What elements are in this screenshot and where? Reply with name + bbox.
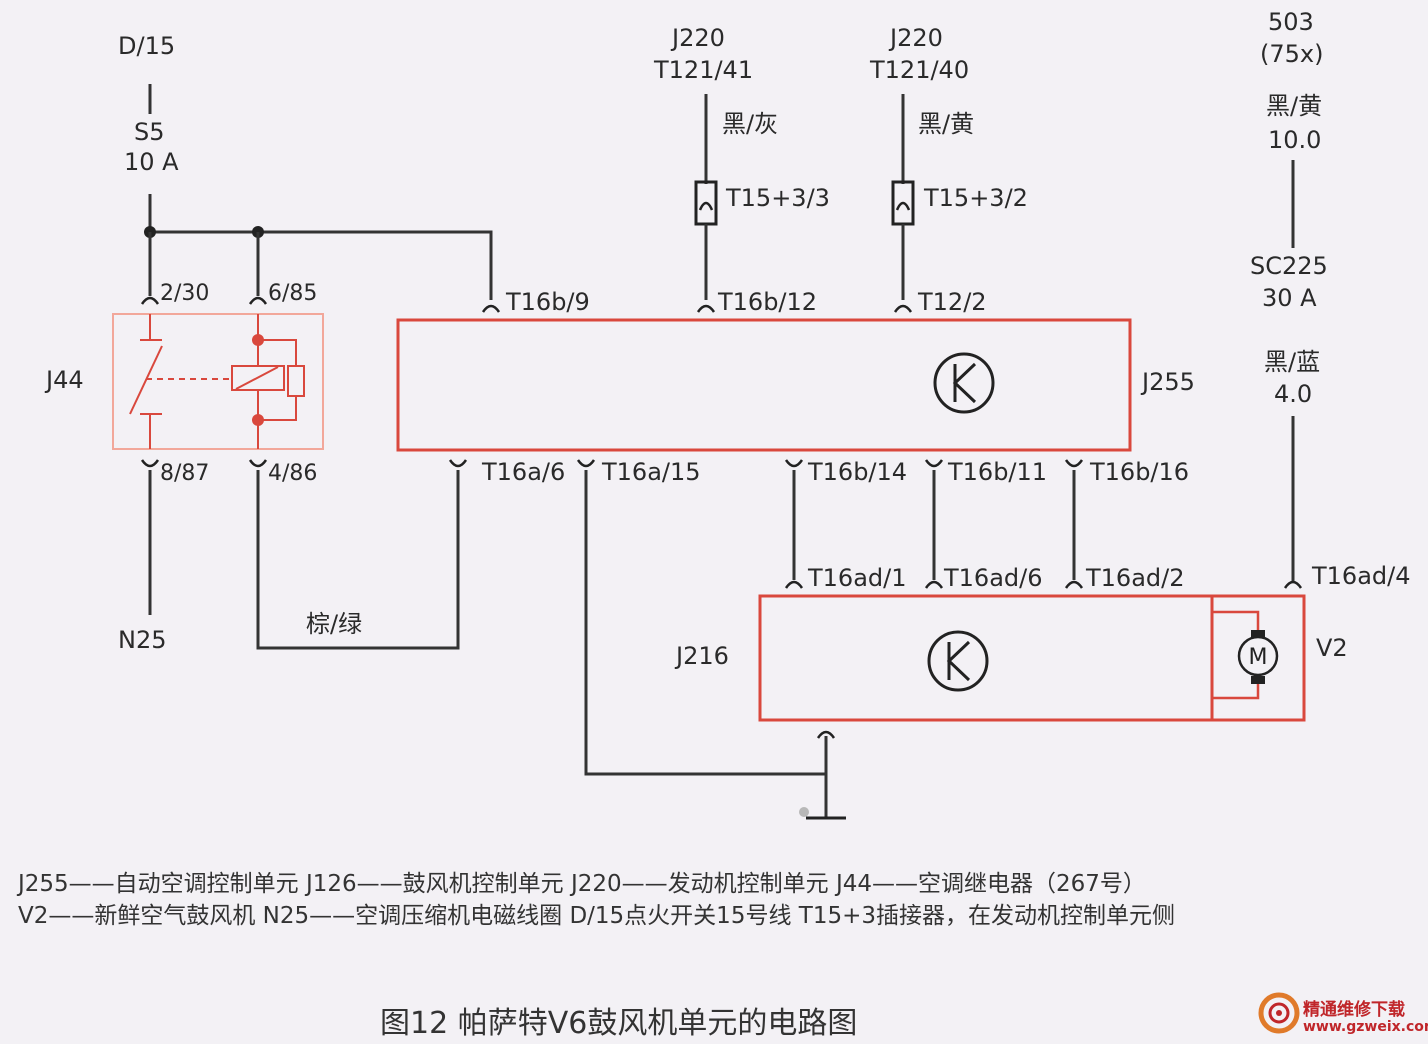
- s5-fuse-label: S5: [134, 118, 165, 146]
- pin-t16a6-socket-icon: [448, 459, 468, 468]
- pin-887-label: 8/87: [160, 461, 209, 486]
- pin-t16b11-label: T16b/11: [947, 458, 1047, 486]
- pin-t16ad6-label: T16ad/6: [943, 564, 1043, 592]
- pin-685-socket-icon: [248, 296, 268, 305]
- pin-t16b12-label: T16b/12: [717, 288, 817, 316]
- watermark-url: www.gzweix.com: [1303, 1019, 1428, 1035]
- motor-v2-icon: M: [1212, 610, 1279, 700]
- pin-t16b16-label: T16b/16: [1089, 458, 1189, 486]
- j220-b-wire-color: 黑/黄: [918, 110, 974, 138]
- n25-label: N25: [118, 626, 167, 654]
- j216-unit-box: [758, 594, 1306, 722]
- j255-label: J255: [1140, 368, 1195, 396]
- pin-t16b14-socket-icon: [784, 459, 804, 468]
- legend-line-1: J255——自动空调控制单元 J126——鼓风机控制单元 J220——发动机控制…: [18, 871, 1146, 897]
- j220-b-pin-label: T121/40: [869, 56, 969, 84]
- pin-t16ad1-socket-icon: [784, 580, 804, 589]
- j220-a-label: J220: [670, 24, 725, 52]
- wire-503-color: 黑/黄: [1266, 92, 1322, 120]
- j220-a-pin-label: T121/41: [653, 56, 753, 84]
- wire-503-size: 10.0: [1268, 126, 1321, 154]
- j220-b-label: J220: [888, 24, 943, 52]
- pin-t16b9-label: T16b/9: [505, 288, 590, 316]
- legend: J255——自动空调控制单元 J126——鼓风机控制单元 J220——发动机控制…: [18, 868, 1175, 932]
- brown-green-wire: [256, 470, 460, 650]
- relay-switch-icon: [129, 314, 232, 449]
- relay-j44-box: [112, 313, 324, 450]
- relay-j44-label: J44: [44, 366, 84, 394]
- pin-t16b9-socket-icon: [481, 304, 501, 313]
- j220-a-wire-color: 黑/灰: [722, 110, 778, 138]
- wire-v2-color: 黑/蓝: [1264, 348, 1320, 376]
- pin-230-socket-icon: [140, 296, 160, 305]
- brown-green-wire-label: 棕/绿: [306, 610, 362, 638]
- pin-t122-socket-icon: [893, 304, 913, 313]
- pin-t16ad6-socket-icon: [924, 580, 944, 589]
- ground-point-icon: [799, 807, 809, 817]
- pin-t16a6-label: T16a/6: [481, 458, 565, 486]
- pin-t122-label: T12/2: [917, 288, 987, 316]
- pin-t16a15-socket-icon: [576, 459, 596, 468]
- ground-pin-socket-icon: [816, 730, 836, 739]
- pin-t16ad4-label: T16ad/4: [1311, 562, 1411, 590]
- s5-rating-label: 10 A: [124, 148, 179, 176]
- t153-3-label: T15+3/3: [725, 184, 830, 212]
- pin-t16ad2-socket-icon: [1064, 580, 1084, 589]
- pin-t16ad1-label: T16ad/1: [807, 564, 907, 592]
- connector-t153-3-icon: [694, 180, 718, 226]
- pin-486-socket-icon: [248, 459, 268, 468]
- sc225-fuse-label: SC225: [1250, 252, 1328, 280]
- pin-t16b14-label: T16b/14: [807, 458, 907, 486]
- relay-coil-icon: [231, 314, 305, 449]
- d15-label: D/15: [118, 32, 175, 60]
- j216-label: J216: [674, 642, 729, 670]
- legend-line-2: V2——新鲜空气鼓风机 N25——空调压缩机电磁线圈 D/15点火开关15号线 …: [18, 903, 1175, 929]
- pin-887-socket-icon: [140, 459, 160, 468]
- terminal-503-label: 503: [1268, 8, 1314, 36]
- t153-2-label: T15+3/2: [923, 184, 1028, 212]
- wire-v2-size: 4.0: [1274, 380, 1312, 408]
- figure-caption: 图12 帕萨特V6鼓风机单元的电路图: [380, 1006, 858, 1041]
- watermark-logo-icon: [1258, 992, 1300, 1034]
- watermark-title: 精通维修下载: [1303, 1000, 1405, 1020]
- motor-symbol: M: [1249, 645, 1268, 670]
- pin-685-label: 6/85: [268, 281, 317, 306]
- pin-t16ad4-socket-icon: [1283, 580, 1303, 589]
- pin-230-label: 2/30: [160, 281, 209, 306]
- motor-v2-label: V2: [1316, 634, 1348, 662]
- wire-t16a15-to-ground: [584, 470, 826, 776]
- pin-t16b11-socket-icon: [924, 459, 944, 468]
- terminal-75x-label: (75x): [1260, 40, 1323, 68]
- control-unit-k-icon: [927, 630, 989, 692]
- pin-t16ad2-label: T16ad/2: [1085, 564, 1185, 592]
- sc225-rating-label: 30 A: [1262, 284, 1317, 312]
- j255-unit-box: [396, 318, 1132, 452]
- watermark: 精通维修下载 www.gzweix.com: [1255, 985, 1428, 1041]
- pin-t16b16-socket-icon: [1064, 459, 1084, 468]
- connector-t153-2-icon: [891, 180, 915, 226]
- pin-t16a15-label: T16a/15: [601, 458, 701, 486]
- control-unit-k-icon: [933, 352, 995, 414]
- pin-486-label: 4/86: [268, 461, 317, 486]
- pin-t16b12-socket-icon: [696, 304, 716, 313]
